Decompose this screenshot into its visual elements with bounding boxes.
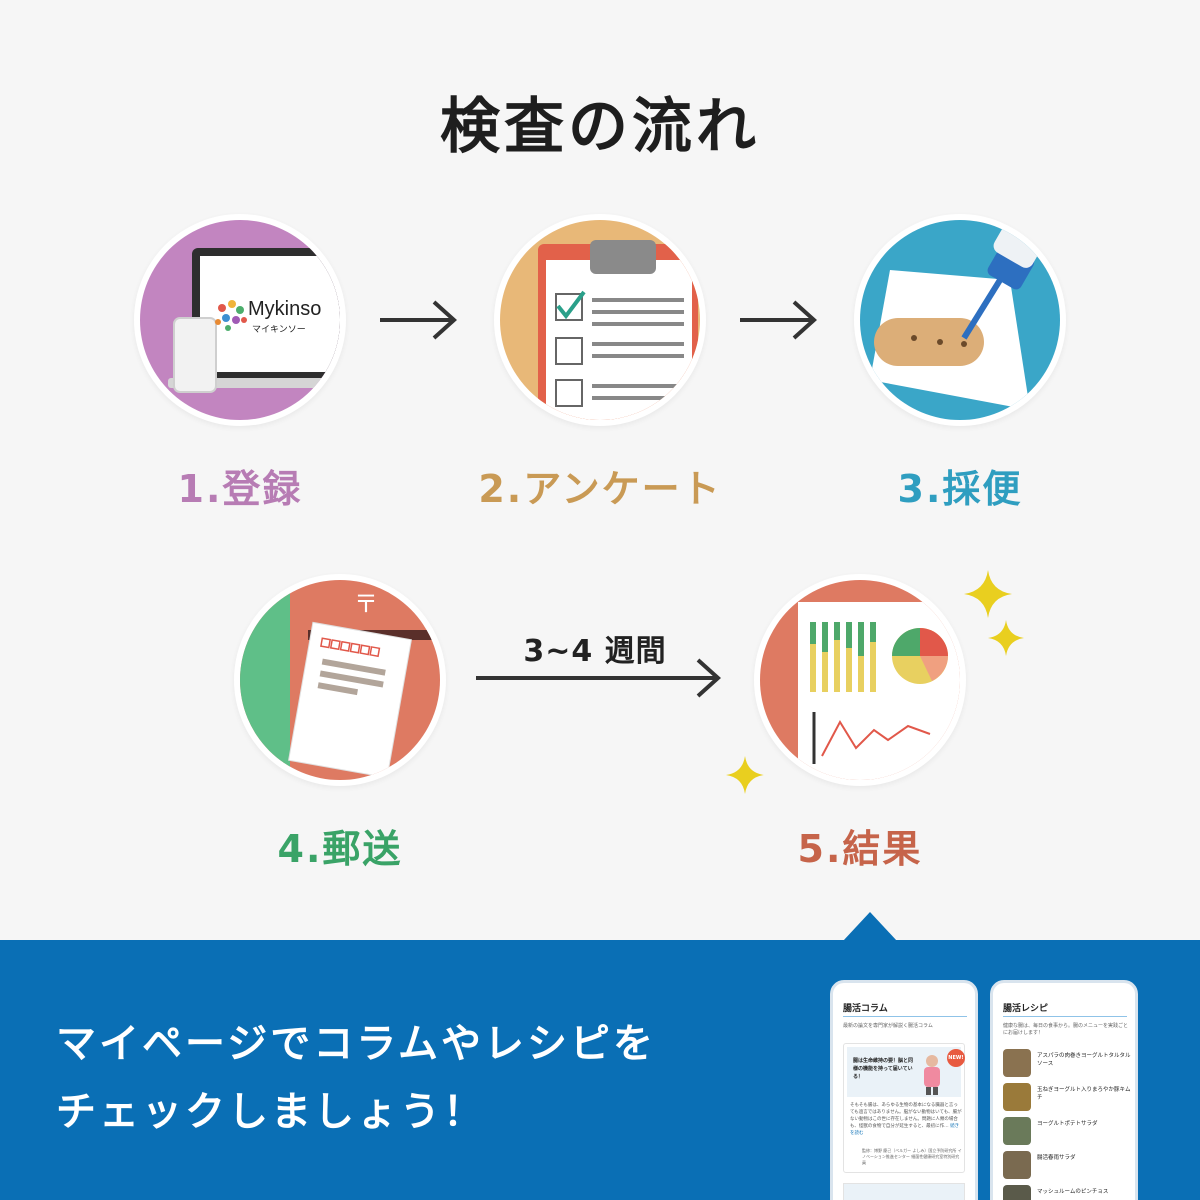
recipe-thumbnail	[1003, 1185, 1031, 1200]
recipe-item[interactable]: マッシュルームのピンチョス	[1003, 1185, 1131, 1200]
phone-recipe-preview: 腸活レシピ 健康な腸は、毎日の食事から。腸のメニューを実践ごとにお届けします！ …	[990, 980, 1138, 1200]
recipe-name: 玉ねぎヨーグルト入りまろやか豚キムチ	[1037, 1087, 1131, 1101]
recipe-name: アスパラの肉巻きヨーグルトタルタルソース	[1037, 1053, 1131, 1067]
column-author: 監修：博野 慶己（ベルガー よしみ）国立予防研究所 イノベーション推進センター …	[862, 1148, 962, 1165]
clipboard-icon	[538, 240, 698, 420]
recipe-name: マッシュルームのピンチョス	[1037, 1189, 1109, 1195]
recipe-item[interactable]: アスパラの肉巻きヨーグルトタルタルソース	[1003, 1049, 1131, 1077]
duration-label: 3~4 週間	[523, 634, 667, 669]
sample-kit-icon	[870, 220, 1049, 410]
column-headline: 腸は生命維持の要！脳と同様の機能を持って届いている！	[853, 1058, 914, 1080]
brand-kana: マイキンソー	[252, 325, 306, 335]
cta-text: マイページでコラムやレシピを チェックしましょう！	[56, 1010, 816, 1146]
arrow-right-icon	[740, 300, 817, 340]
divider	[843, 1016, 967, 1017]
column-card[interactable]	[843, 1183, 965, 1200]
step-2-illustration	[500, 220, 700, 420]
step-3-label: 3.採便	[897, 467, 1023, 511]
step-2-label: 2.アンケート	[478, 467, 722, 511]
divider	[1003, 1016, 1127, 1017]
recipe-thumbnail	[1003, 1117, 1031, 1145]
recipe-subtitle: 健康な腸は、毎日の食事から。腸のメニューを実践ごとにお届けします！	[1003, 1023, 1129, 1036]
column-card[interactable]: 腸は生命維持の要！脳と同様の機能を持って届いている！ NEW! そもそも腸は、あ…	[843, 1043, 965, 1173]
laptop-icon	[168, 248, 340, 393]
arrow-right-icon	[380, 300, 457, 340]
recipe-item[interactable]: ヨーグルトポテトサラダ	[1003, 1117, 1131, 1145]
postal-mark: 〒	[354, 590, 378, 618]
sparkle-icon	[988, 620, 1024, 656]
person-icon	[924, 1055, 940, 1095]
brand-name: Mykinso	[248, 298, 322, 320]
recipe-title: 腸活レシピ	[1003, 1004, 1049, 1014]
step-3-illustration	[860, 220, 1060, 420]
new-badge: NEW!	[947, 1049, 965, 1067]
recipe-thumbnail	[1003, 1083, 1031, 1111]
sparkle-icon	[964, 570, 1012, 618]
recipe-thumbnail	[1003, 1049, 1031, 1077]
recipe-name: ヨーグルトポテトサラダ	[1037, 1121, 1098, 1127]
page-title: 検査の流れ	[440, 92, 760, 162]
phone-column-preview: 腸活コラム 最新の論文を専門家が解説く腸活コラム 腸は生命維持の要！脳と同様の機…	[830, 980, 978, 1200]
cta-line-1: マイページでコラムやレシピを	[56, 1021, 656, 1067]
step-1-illustration: Mykinso マイキンソー	[140, 220, 340, 420]
column-subtitle: 最新の論文を専門家が解説く腸活コラム	[843, 1023, 933, 1029]
column-image: 腸は生命維持の要！脳と同様の機能を持って届いている！ NEW!	[847, 1047, 965, 1097]
step-5-label: 5.結果	[797, 827, 923, 871]
sparkle-icon	[726, 756, 764, 794]
step-4-label: 4.郵送	[277, 827, 403, 871]
step-4-illustration: 〒	[240, 580, 440, 780]
step-1-label: 1.登録	[177, 467, 303, 511]
recipe-name: 腸活春雨サラダ	[1037, 1155, 1076, 1161]
column-body: そもそも腸は、あらゆる生物の基本になる臓器と言っても過言ではありません。脳がない…	[850, 1103, 962, 1136]
column-title: 腸活コラム	[843, 1004, 888, 1014]
read-more-link[interactable]: 続きを読む	[850, 1124, 960, 1136]
recipe-item[interactable]: 腸活春雨サラダ	[1003, 1151, 1131, 1179]
cta-line-2: チェックしましょう！	[56, 1089, 486, 1135]
report-icon	[798, 602, 960, 780]
recipe-thumbnail	[1003, 1151, 1031, 1179]
arrow-right-icon	[476, 658, 721, 698]
recipe-item[interactable]: 玉ねぎヨーグルト入りまろやか豚キムチ	[1003, 1083, 1131, 1111]
mailbox-icon	[240, 580, 440, 780]
banner-pointer	[843, 912, 897, 941]
step-5-illustration	[760, 580, 960, 780]
